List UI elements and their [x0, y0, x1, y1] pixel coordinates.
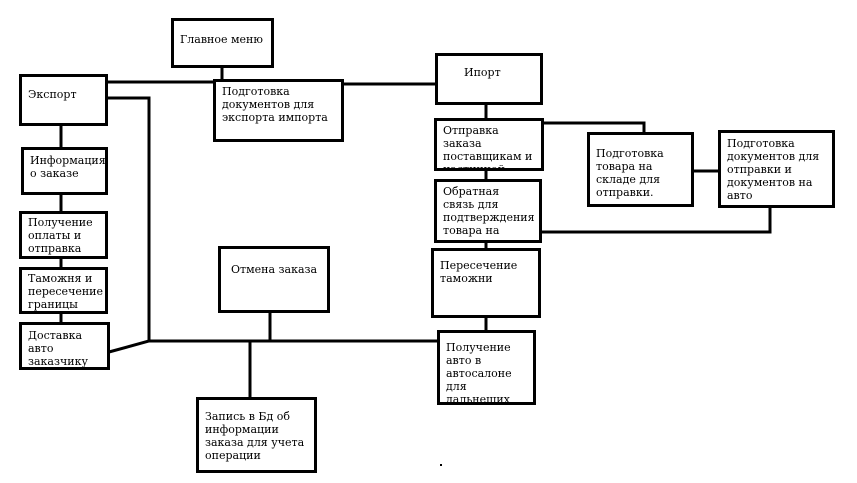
- connector-delivery-bus: [107, 339, 151, 354]
- payment-receipt-box: Получение оплаты и отправка: [19, 211, 108, 259]
- main-menu-label: Главное меню: [180, 33, 263, 46]
- stray-dot: [440, 464, 442, 466]
- import-box: Ипорт: [435, 53, 543, 105]
- feedback-label: Обратная связь для подтверждения товара …: [443, 185, 535, 240]
- customs-border-label: Таможня и пересечение границы: [28, 272, 104, 311]
- payment-receipt-label: Получение оплаты и отправка: [28, 216, 93, 255]
- shipping-docs-box: Подготовка документов для отправки и док…: [718, 130, 835, 208]
- delivery-box: Доставка авто заказчику: [19, 322, 110, 370]
- car-receipt-label: Получение авто в автосалоне для дальнеши…: [446, 341, 512, 405]
- prep-docs-box: Подготовка документов для экспорта импор…: [213, 79, 344, 142]
- db-record-box: Запись в Бд об информации заказа для уче…: [196, 397, 317, 473]
- send-order-box: Отправка заказа поставщикам и частичной …: [434, 118, 544, 171]
- send-order-label: Отправка заказа поставщикам и частичной …: [443, 124, 533, 171]
- feedback-box: Обратная связь для подтверждения товара …: [434, 179, 542, 243]
- cancel-order-box: Отмена заказа: [218, 246, 330, 313]
- import-label: Ипорт: [464, 66, 501, 79]
- cancel-order-label: Отмена заказа: [231, 263, 318, 276]
- export-label: Экспорт: [28, 88, 77, 101]
- customs-crossing-label: Пересечение таможни: [440, 259, 518, 285]
- prep-docs-label: Подготовка документов для экспорта импор…: [222, 85, 328, 124]
- main-menu-box: Главное меню: [171, 18, 274, 68]
- db-record-label: Запись в Бд об информации заказа для уче…: [205, 410, 305, 462]
- delivery-label: Доставка авто заказчику: [28, 329, 88, 368]
- shipping-docs-label: Подготовка документов для отправки и док…: [727, 137, 820, 202]
- export-box: Экспорт: [19, 74, 108, 126]
- customs-border-box: Таможня и пересечение границы: [19, 267, 108, 314]
- warehouse-prep-label: Подготовка товара на складе для отправки…: [596, 147, 664, 199]
- warehouse-prep-box: Подготовка товара на складе для отправки…: [587, 132, 694, 207]
- customs-crossing-box: Пересечение таможни: [431, 248, 541, 318]
- car-receipt-box: Получение авто в автосалоне для дальнеши…: [437, 330, 536, 405]
- order-info-label: Информация о заказе: [30, 154, 106, 180]
- order-info-box: Информация о заказе: [21, 147, 108, 195]
